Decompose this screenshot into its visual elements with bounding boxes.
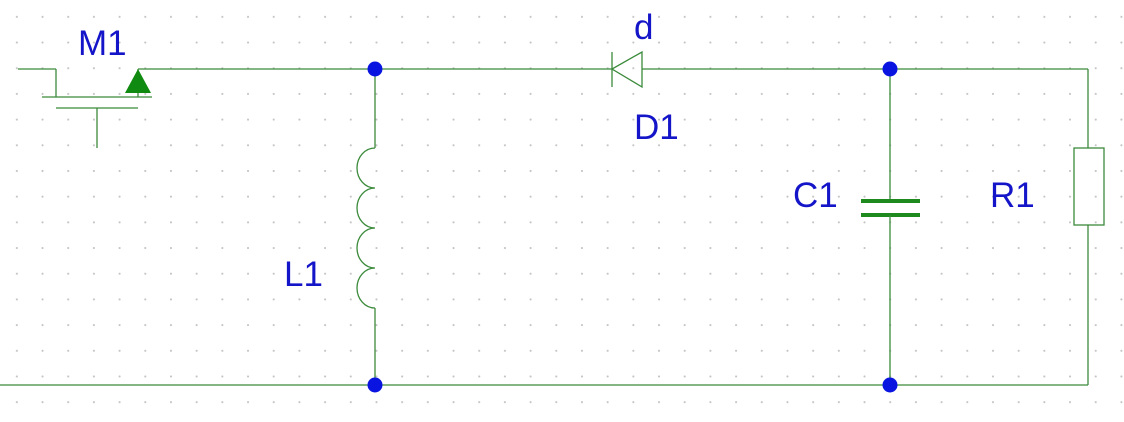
junction-node-top-right[interactable] (882, 61, 898, 77)
label-r1: R1 (990, 176, 1035, 215)
label-l1: L1 (284, 255, 323, 294)
label-m1: M1 (78, 24, 127, 63)
diode-d1-triangle[interactable] (610, 50, 643, 89)
label-c1: C1 (793, 176, 838, 215)
junction-node-top-left[interactable] (367, 61, 383, 77)
label-d1: D1 (634, 108, 679, 147)
m1-arrow-icon (125, 69, 151, 93)
label-diode-model: d (634, 8, 654, 47)
resistor-r1-body[interactable] (1073, 147, 1105, 226)
junction-node-bottom-left[interactable] (367, 377, 383, 393)
inductor-l1-coil[interactable] (356, 147, 376, 309)
junction-node-bottom-right[interactable] (882, 377, 898, 393)
